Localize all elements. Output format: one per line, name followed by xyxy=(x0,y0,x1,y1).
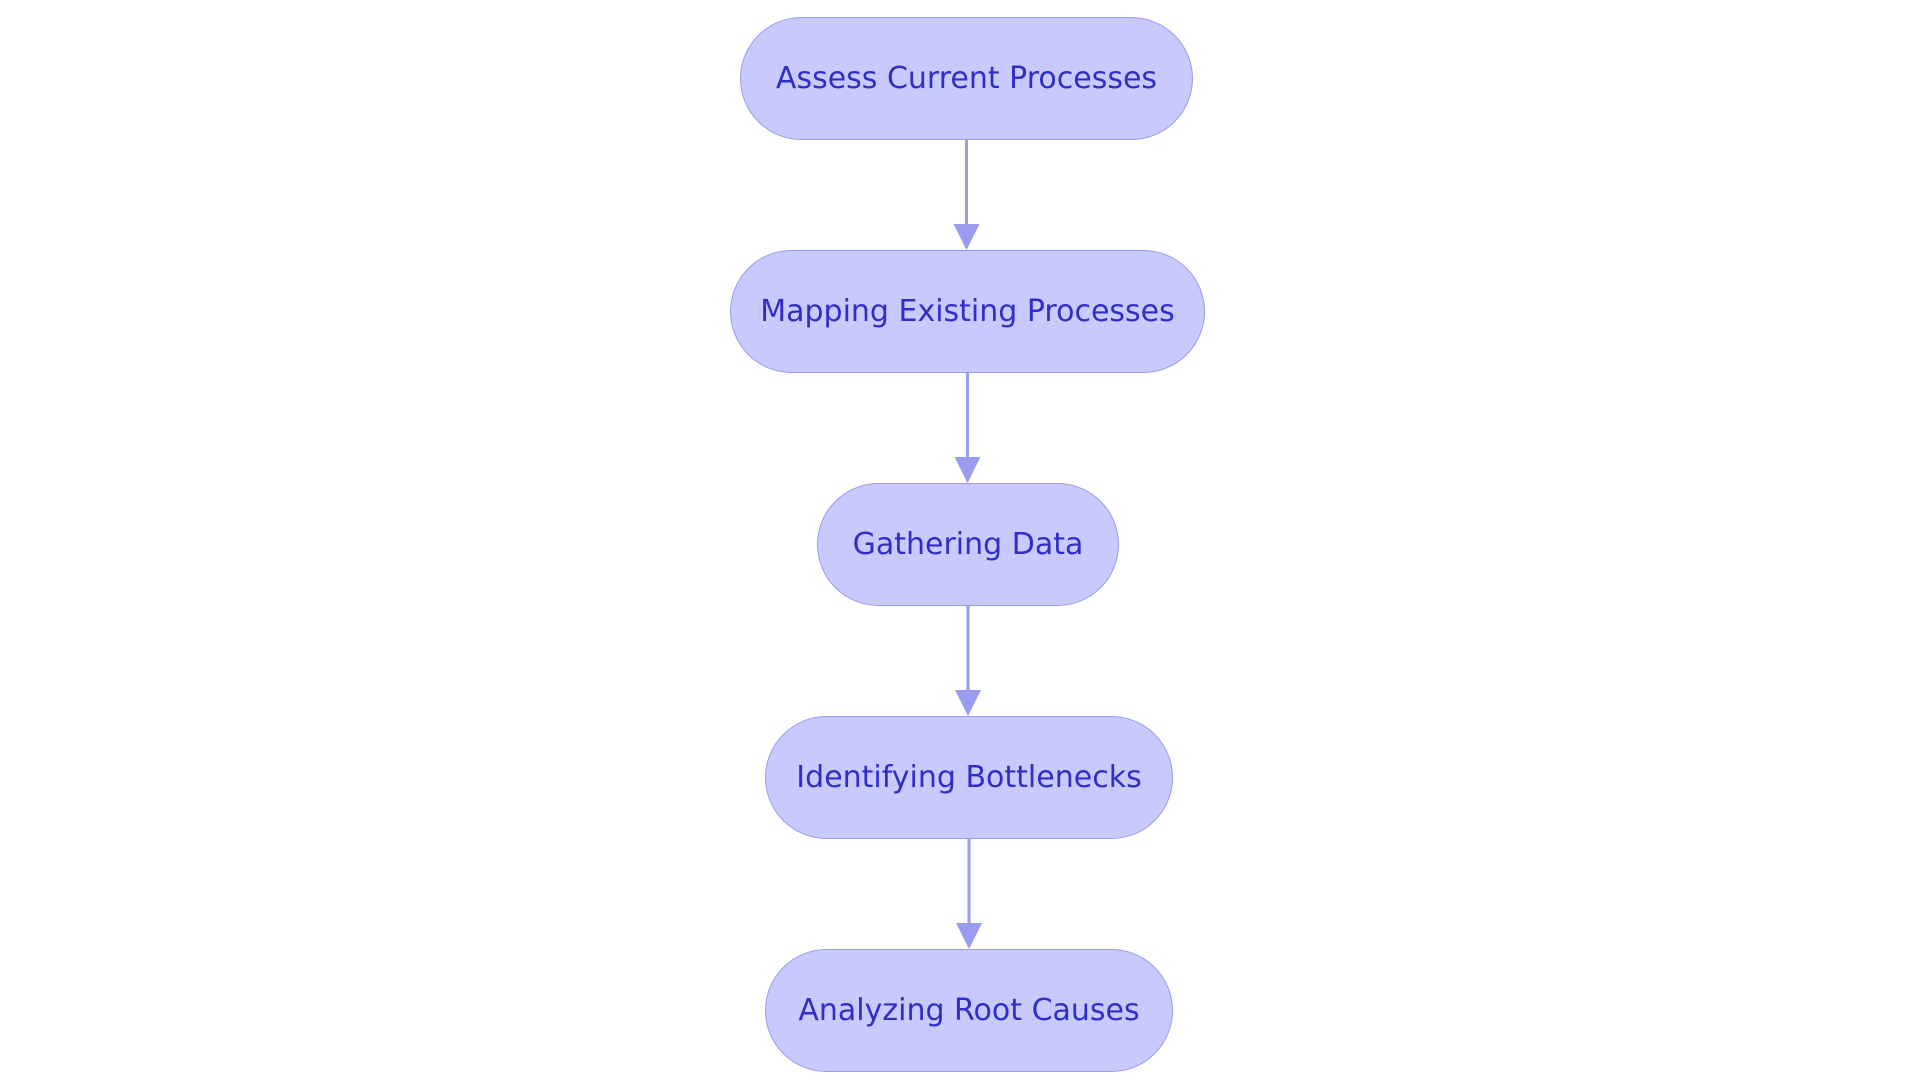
flow-edge-arrowhead xyxy=(954,457,981,483)
flow-node-mapping-existing-processes: Mapping Existing Processes xyxy=(730,250,1205,373)
flow-node-gathering-data: Gathering Data xyxy=(817,483,1119,606)
flow-edge-arrowhead xyxy=(956,923,982,949)
flow-edge-arrowhead xyxy=(955,690,981,716)
node-label: Identifying Bottlenecks xyxy=(796,760,1142,795)
flow-node-analyzing-root-causes: Analyzing Root Causes xyxy=(765,949,1173,1072)
node-label: Analyzing Root Causes xyxy=(798,993,1140,1028)
node-label: Gathering Data xyxy=(852,527,1084,562)
flow-node-identifying-bottlenecks: Identifying Bottlenecks xyxy=(765,716,1173,839)
node-label: Mapping Existing Processes xyxy=(760,294,1175,329)
flow-node-assess-current-processes: Assess Current Processes xyxy=(740,17,1193,140)
node-label: Assess Current Processes xyxy=(775,61,1158,96)
flow-edge-arrowhead xyxy=(953,224,980,250)
